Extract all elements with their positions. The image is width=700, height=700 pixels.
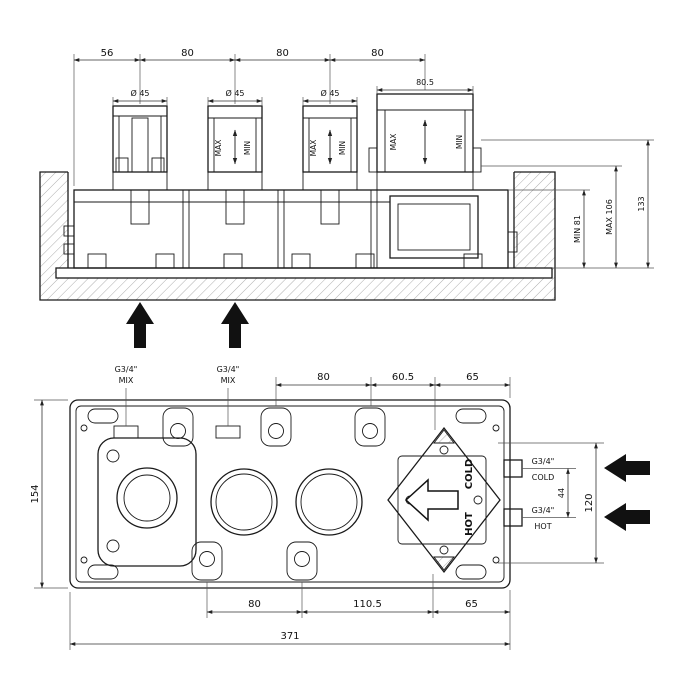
valve-opening-2-inner xyxy=(300,473,358,531)
section-view: MAX MIN MAX MIN MAX MIN 56 80 80 8 xyxy=(39,48,654,348)
mounting-tab-bottom-2 xyxy=(286,541,318,581)
dim-154-label: 154 xyxy=(30,484,41,503)
dia-45-label-3: Ø 45 xyxy=(320,88,339,98)
mix-label-2-line1: G3/4" xyxy=(217,365,240,374)
dim-80-top-label: 80 xyxy=(317,372,330,383)
dimensions-plan-view: 80 60.5 65 G3/4" MIX G3/4" MIX 154 G3/4"… xyxy=(30,365,604,650)
dim-56-label: 56 xyxy=(101,48,114,59)
valve-opening-1-inner xyxy=(215,473,273,531)
cold-inlet-port xyxy=(503,459,523,478)
mixer-plate xyxy=(97,437,197,567)
flow-arrow-up-1 xyxy=(126,302,154,348)
dim-65-bottom-label: 65 xyxy=(465,599,478,610)
dim-44-label: 44 xyxy=(557,488,566,498)
valve-opening-1 xyxy=(210,468,278,536)
min-label-cartridge-4: MIN xyxy=(455,135,464,149)
cold-text: COLD xyxy=(464,459,475,490)
mix-label-1-line2: MIX xyxy=(119,376,134,385)
cartridge-3: MAX MIN xyxy=(302,105,358,173)
hot-port-label-line1: G3/4" xyxy=(532,506,555,515)
mix-label-1-line1: G3/4" xyxy=(115,365,138,374)
dia-45-label-1: Ø 45 xyxy=(130,88,149,98)
mix-label-2-line2: MIX xyxy=(221,376,236,385)
flow-direction-arrow xyxy=(404,478,459,522)
dim-371-label: 371 xyxy=(280,631,299,642)
min-label-cartridge-3: MIN xyxy=(338,141,347,155)
dim-max-106-label: MAX 106 xyxy=(605,199,614,235)
hot-flow-arrow xyxy=(604,503,650,531)
dimensions-section-view: 56 80 80 80 Ø 45 Ø 45 Ø 45 80.5 MIN 81 M… xyxy=(73,48,654,269)
mounting-tab-top-2 xyxy=(260,407,292,447)
dim-110-5-label: 110.5 xyxy=(353,599,382,610)
max-label-cartridge-3: MAX xyxy=(309,140,318,157)
dia-45-label-2: Ø 45 xyxy=(225,88,244,98)
wall-section xyxy=(39,170,556,301)
dim-133-label: 133 xyxy=(637,196,646,211)
plan-view: COLD HOT 80 60.5 65 G3/4" MIX G3/4" MIX … xyxy=(30,365,650,650)
max-label-cartridge-2: MAX xyxy=(214,140,223,157)
hot-inlet-port xyxy=(503,508,523,527)
thermostat-housing: COLD HOT xyxy=(387,426,501,574)
valve-opening-2 xyxy=(295,468,363,536)
dim-120-label: 120 xyxy=(584,493,595,512)
max-label-cartridge-4: MAX xyxy=(389,134,398,151)
dim-80-label-2: 80 xyxy=(276,48,289,59)
cold-port-label-line1: G3/4" xyxy=(532,457,555,466)
dim-60-5-label: 60.5 xyxy=(392,372,414,383)
dim-80-5-label: 80.5 xyxy=(416,78,434,87)
cartridge-4-thermostat: MAX MIN xyxy=(368,93,482,173)
dim-80-label-3: 80 xyxy=(371,48,384,59)
cold-port-label-line2: COLD xyxy=(532,473,555,482)
hot-text: HOT xyxy=(464,512,475,536)
valve-body-plan xyxy=(69,399,511,589)
dim-80-label-1: 80 xyxy=(181,48,194,59)
cold-flow-arrow xyxy=(604,454,650,482)
dim-65-top-label: 65 xyxy=(466,372,479,383)
min-label-cartridge-2: MIN xyxy=(243,141,252,155)
cartridge-1 xyxy=(112,105,168,173)
mounting-plate xyxy=(55,267,553,279)
flow-arrow-up-2 xyxy=(221,302,249,348)
mounting-tab-top-3 xyxy=(354,407,386,447)
cartridge-2: MAX MIN xyxy=(207,105,263,173)
hot-port-label-line2: HOT xyxy=(534,522,551,531)
dim-min-81-label: MIN 81 xyxy=(573,215,582,243)
dim-80-bottom-label: 80 xyxy=(248,599,261,610)
